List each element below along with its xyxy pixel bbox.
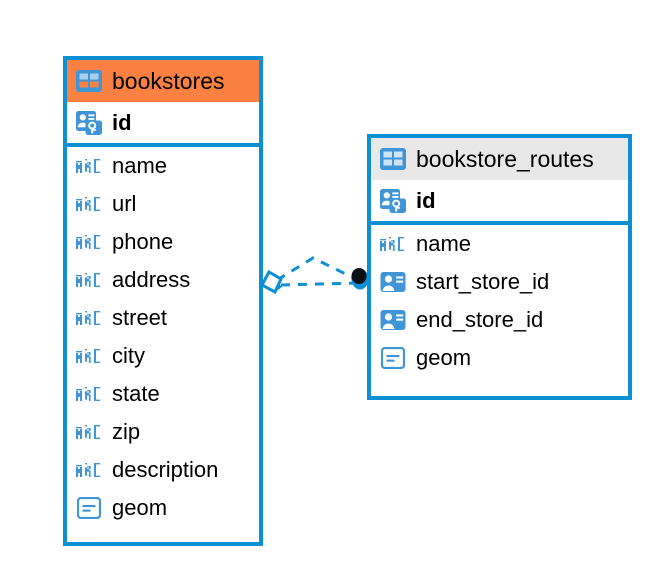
field-label-id: id — [416, 187, 436, 213]
field-row-url[interactable]: url — [67, 185, 259, 223]
field-row-start-store-id[interactable]: start_store_id — [371, 263, 628, 301]
filled-circle-marker — [351, 268, 369, 290]
table-icon — [379, 145, 407, 173]
entity-table-bookstore-routes[interactable]: bookstore_routes id — [367, 134, 632, 400]
abc-text-icon — [75, 384, 103, 404]
abc-text-icon — [75, 346, 103, 366]
field-label-start-store-id: start_store_id — [416, 269, 550, 294]
entity-table-bookstores[interactable]: bookstores id — [63, 56, 263, 546]
relationship-line-straight — [280, 281, 359, 287]
abc-text-icon — [75, 194, 103, 214]
field-label-state: state — [112, 381, 160, 406]
foreign-key-icon — [379, 268, 407, 296]
field-row-phone[interactable]: phone — [67, 223, 259, 261]
field-label-id: id — [112, 109, 132, 135]
field-row-geom[interactable]: geom — [371, 339, 628, 377]
field-row-geom[interactable]: geom — [67, 489, 259, 527]
table-icon — [75, 67, 103, 95]
field-label-description: description — [112, 457, 219, 482]
field-row-address[interactable]: address — [67, 261, 259, 299]
field-row-id[interactable]: id — [67, 102, 259, 147]
field-label-geom: geom — [416, 345, 472, 370]
abc-text-icon — [75, 422, 103, 442]
diamond-marker — [259, 269, 283, 295]
field-label-city: city — [112, 343, 145, 368]
field-label-geom: geom — [112, 495, 168, 520]
field-label-url: url — [112, 191, 137, 216]
entity-header-bookstore-routes[interactable]: bookstore_routes — [371, 138, 628, 180]
field-row-name[interactable]: name — [67, 147, 259, 185]
abc-text-icon — [75, 308, 103, 328]
field-row-state[interactable]: state — [67, 375, 259, 413]
field-row-end-store-id[interactable]: end_store_id — [371, 301, 628, 339]
field-row-street[interactable]: street — [67, 299, 259, 337]
field-row-city[interactable]: city — [67, 337, 259, 375]
abc-text-icon — [379, 234, 407, 254]
foreign-key-icon — [379, 306, 407, 334]
field-label-name: name — [112, 153, 168, 178]
field-label-phone: phone — [112, 229, 174, 254]
field-row-zip[interactable]: zip — [67, 413, 259, 451]
field-row-name[interactable]: name — [371, 225, 628, 263]
field-label-name: name — [416, 231, 472, 256]
field-label-end-store-id: end_store_id — [416, 307, 544, 332]
abc-text-icon — [75, 270, 103, 290]
field-label-street: street — [112, 305, 168, 330]
abc-text-icon — [75, 232, 103, 252]
field-row-id[interactable]: id — [371, 180, 628, 225]
entity-header-bookstores[interactable]: bookstores — [67, 60, 259, 102]
abc-text-icon — [75, 460, 103, 480]
field-row-description[interactable]: description — [67, 451, 259, 489]
entity-title-bookstore-routes: bookstore_routes — [416, 145, 594, 172]
primary-key-icon — [75, 109, 103, 137]
relationship-connector[interactable] — [255, 240, 385, 320]
geometry-icon — [379, 344, 407, 372]
primary-key-icon — [379, 187, 407, 215]
relationship-line-curved — [276, 256, 359, 282]
abc-text-icon — [75, 156, 103, 176]
field-label-zip: zip — [112, 419, 141, 444]
entity-title-bookstores: bookstores — [112, 67, 225, 94]
field-label-address: address — [112, 267, 191, 292]
geometry-icon — [75, 494, 103, 522]
